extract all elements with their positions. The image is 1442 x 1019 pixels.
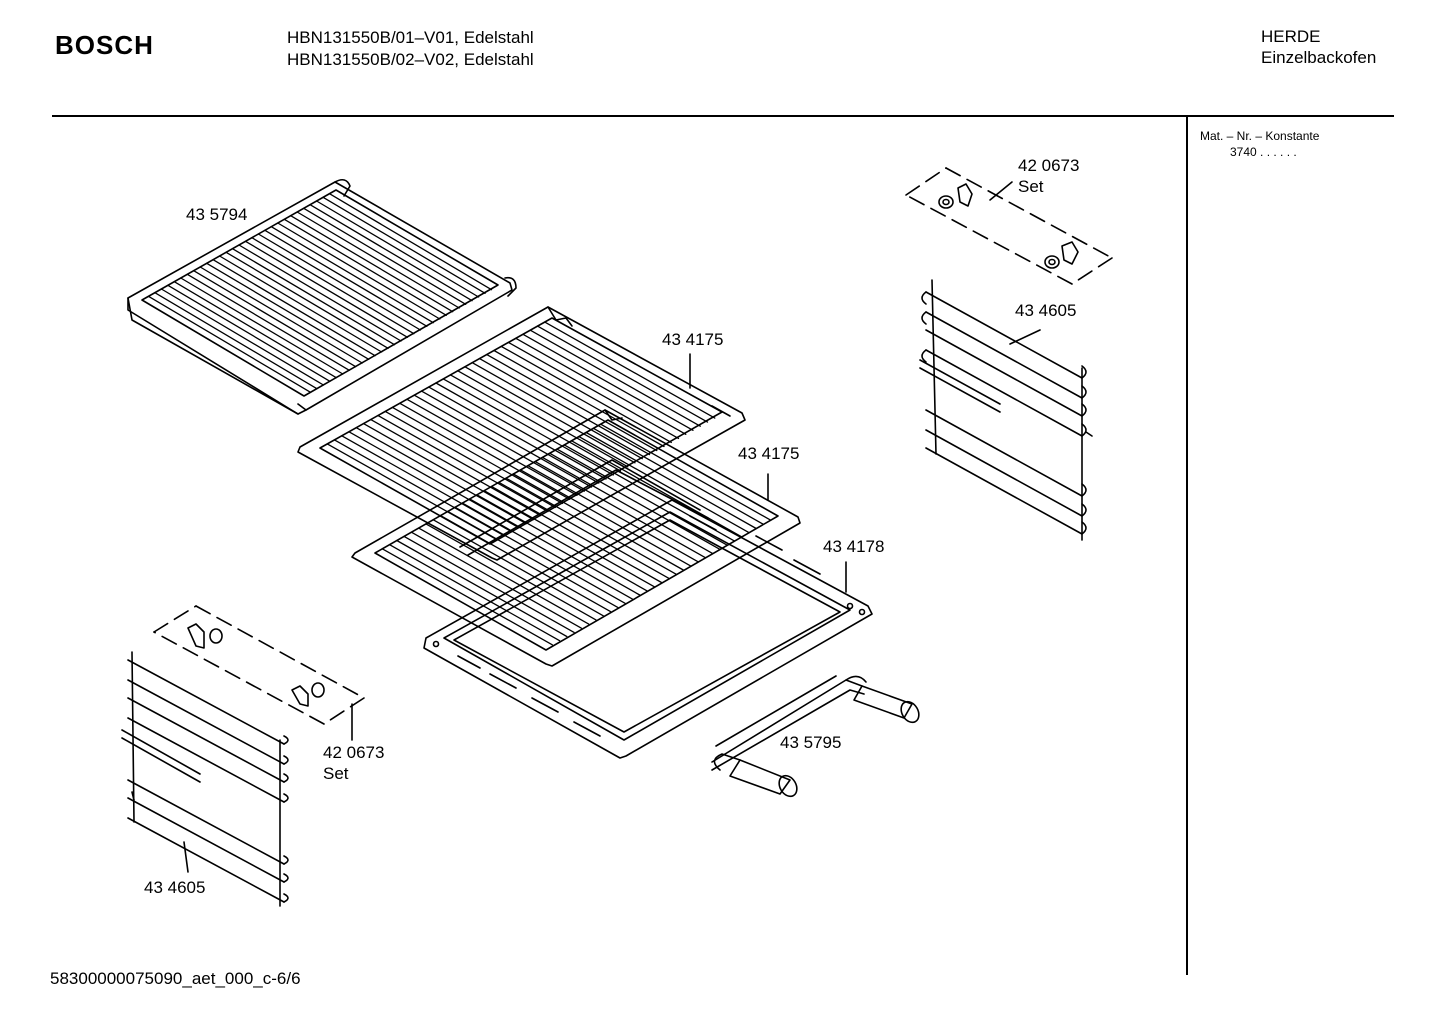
category-line-2: Einzelbackofen bbox=[1261, 48, 1377, 67]
grill-shelf-part bbox=[127, 178, 517, 415]
label-clip-set-lower: 42 0673 bbox=[323, 743, 384, 762]
label-baking-tray: 43 4178 bbox=[823, 537, 884, 556]
mat-label: Mat. – Nr. – Konstante bbox=[1200, 129, 1320, 143]
label-side-grid-right: 43 4605 bbox=[1015, 301, 1076, 320]
side-divider bbox=[1186, 117, 1188, 975]
brand-logo: BOSCH bbox=[55, 30, 154, 60]
label-clip-set-lower-set: Set bbox=[323, 764, 349, 783]
model-line-2: HBN131550B/02–V02, Edelstahl bbox=[287, 50, 534, 69]
rack-middle-part bbox=[351, 409, 801, 667]
document-id: 58300000075090_aet_000_c-6/6 bbox=[50, 969, 301, 988]
baking-tray-part bbox=[423, 499, 873, 759]
label-rack-upper: 43 4175 bbox=[662, 330, 723, 349]
clip-set-lower-part bbox=[153, 605, 365, 741]
label-grill-shelf: 43 5794 bbox=[186, 205, 247, 224]
model-line-1: HBN131550B/01–V01, Edelstahl bbox=[287, 28, 534, 47]
label-rack-middle: 43 4175 bbox=[738, 444, 799, 463]
label-clip-set-upper: 42 0673 bbox=[1018, 156, 1079, 175]
header-rule bbox=[52, 115, 1394, 117]
tray-handle-part bbox=[711, 675, 920, 798]
label-tray-handle: 43 5795 bbox=[780, 733, 841, 752]
mat-value: 3740 . . . . . . bbox=[1230, 145, 1297, 159]
label-side-grid-left: 43 4605 bbox=[144, 878, 205, 897]
side-grid-right-part bbox=[919, 279, 1093, 541]
side-grid-left-part bbox=[121, 651, 289, 907]
rack-upper-part bbox=[297, 306, 746, 561]
category-line-1: HERDE bbox=[1261, 27, 1321, 46]
label-clip-set-upper-set: Set bbox=[1018, 177, 1044, 196]
clip-set-upper-part bbox=[905, 167, 1113, 285]
